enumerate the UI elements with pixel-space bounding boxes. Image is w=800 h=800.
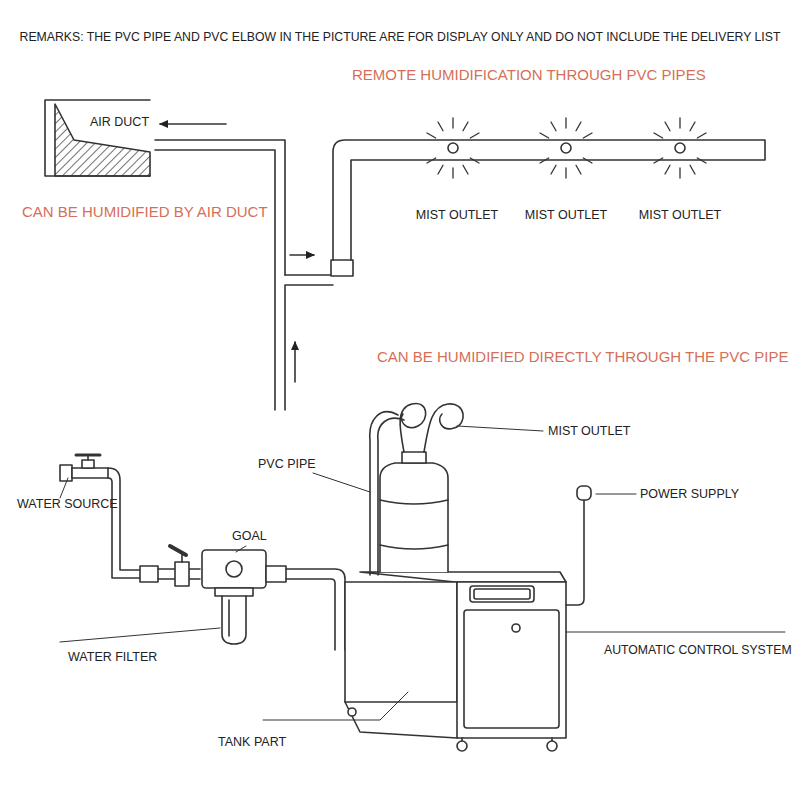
mist-ray	[470, 158, 479, 163]
leader-lines	[60, 426, 785, 720]
mist-ray	[654, 158, 663, 163]
section-heading: CAN BE HUMIDIFIED DIRECTLY THROUGH THE P…	[377, 348, 788, 365]
part-label: WATER FILTER	[68, 650, 157, 664]
part-label: MIST OUTLET	[416, 208, 498, 222]
mist-ray	[463, 122, 468, 131]
mist-ray	[551, 165, 556, 174]
mist-ray	[427, 158, 436, 163]
mist-ray	[438, 165, 443, 174]
mist-ray	[679, 118, 680, 128]
water-pipe	[286, 569, 345, 650]
mist-ray	[540, 158, 549, 163]
pvc-pipe-run	[155, 140, 765, 410]
power-cord	[566, 486, 591, 605]
mist-ray	[576, 165, 581, 174]
inlet-valve	[140, 546, 200, 586]
mist-ray	[427, 133, 436, 138]
remark-note: REMARKS: THE PVC PIPE AND PVC ELBOW IN T…	[20, 30, 781, 44]
mist-ray	[438, 122, 443, 131]
mist-ray	[654, 133, 663, 138]
mist-ray	[463, 165, 468, 174]
mist-outlets	[427, 118, 706, 178]
part-label: MIST OUTLET	[639, 208, 721, 222]
mist-ray	[565, 118, 566, 128]
mist-ray	[551, 122, 556, 131]
mist-ray	[665, 122, 670, 131]
part-label: TANK PART	[218, 735, 286, 749]
section-heading: REMOTE HUMIDIFICATION THROUGH PVC PIPES	[352, 66, 706, 83]
mist-outlet-hole	[675, 143, 685, 153]
part-label: MIST OUTLET	[525, 208, 607, 222]
part-label: WATER SOURCE	[17, 497, 118, 511]
mist-ray	[583, 133, 592, 138]
part-label: AIR DUCT	[90, 115, 149, 129]
humidifier-machine	[345, 572, 566, 751]
part-label: MIST OUTLET	[548, 424, 630, 438]
mist-outlet-hole	[448, 143, 458, 153]
water-bottle	[380, 452, 448, 572]
section-heading: CAN BE HUMIDIFIED BY AIR DUCT	[22, 203, 268, 220]
water-pipe	[286, 579, 335, 650]
airflow-arrow	[160, 123, 226, 125]
water-source-tap	[60, 455, 140, 578]
mist-ray	[679, 168, 680, 178]
part-label: GOAL	[232, 529, 267, 543]
mist-ray	[452, 118, 453, 128]
mist-ray	[697, 133, 706, 138]
water-filter	[202, 550, 286, 644]
mist-ray	[665, 165, 670, 174]
mist-ray	[540, 133, 549, 138]
part-label: AUTOMATIC CONTROL SYSTEM	[604, 643, 792, 657]
mist-ray	[452, 168, 453, 178]
mist-ray	[565, 168, 566, 178]
mist-outlet-hole	[561, 143, 571, 153]
mist-ray	[470, 133, 479, 138]
flow-arrow	[294, 342, 296, 382]
mist-ray	[690, 165, 695, 174]
part-label: PVC PIPE	[258, 457, 316, 471]
mist-hoses	[370, 403, 463, 575]
mist-ray	[583, 158, 592, 163]
mist-ray	[690, 122, 695, 131]
mist-ray	[576, 122, 581, 131]
air-duct	[45, 100, 150, 176]
part-label: POWER SUPPLY	[640, 487, 739, 501]
mist-ray	[697, 158, 706, 163]
flow-arrow	[290, 254, 314, 256]
